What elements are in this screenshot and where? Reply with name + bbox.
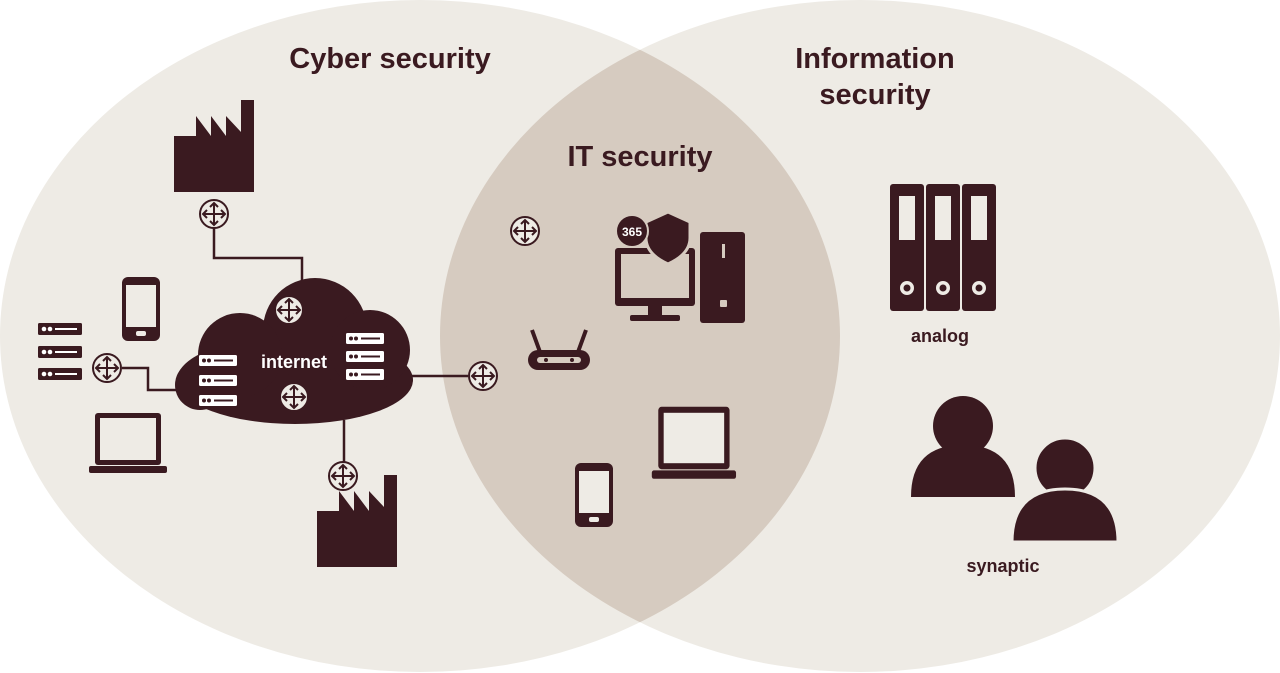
network-connections [122,228,468,462]
wifi-router-icon [528,329,590,370]
router-icon [510,216,540,246]
server-icon [38,346,82,358]
laptop-icon [89,413,167,473]
binder-icon [926,184,960,311]
person-icon [911,396,1015,497]
server-icon [346,351,384,362]
server-icon [346,333,384,344]
smartphone-icon [575,463,613,527]
synaptic-label: synaptic [966,556,1039,576]
desktop-computer-icon [615,232,745,323]
shield-icon [644,210,692,266]
server-icon [199,395,237,406]
server-icon [38,368,82,380]
server-icon [199,375,237,386]
router-icon [328,461,358,491]
it-security-overlap [440,0,840,672]
information-security-title-line2: security [819,79,930,111]
server-icon [38,323,82,335]
laptop-icon [651,406,737,479]
svg-text:365: 365 [622,225,642,239]
it-security-title: IT security [567,141,712,173]
server-icon [199,355,237,366]
person-icon [1010,436,1120,544]
server-icon [346,369,384,380]
smartphone-icon [122,277,160,341]
information-security-title-line1: Information [795,43,955,75]
analog-label: analog [911,326,969,346]
router-icon [92,353,122,383]
router-icon [279,382,309,412]
office-365-badge: 365 [615,214,649,248]
binder-icon [890,184,924,311]
router-icon [468,361,498,391]
internet-label: internet [261,352,327,372]
cyber-security-title: Cyber security [289,43,491,75]
binder-icon [962,184,996,311]
router-icon [274,295,304,325]
router-icon [199,199,229,229]
